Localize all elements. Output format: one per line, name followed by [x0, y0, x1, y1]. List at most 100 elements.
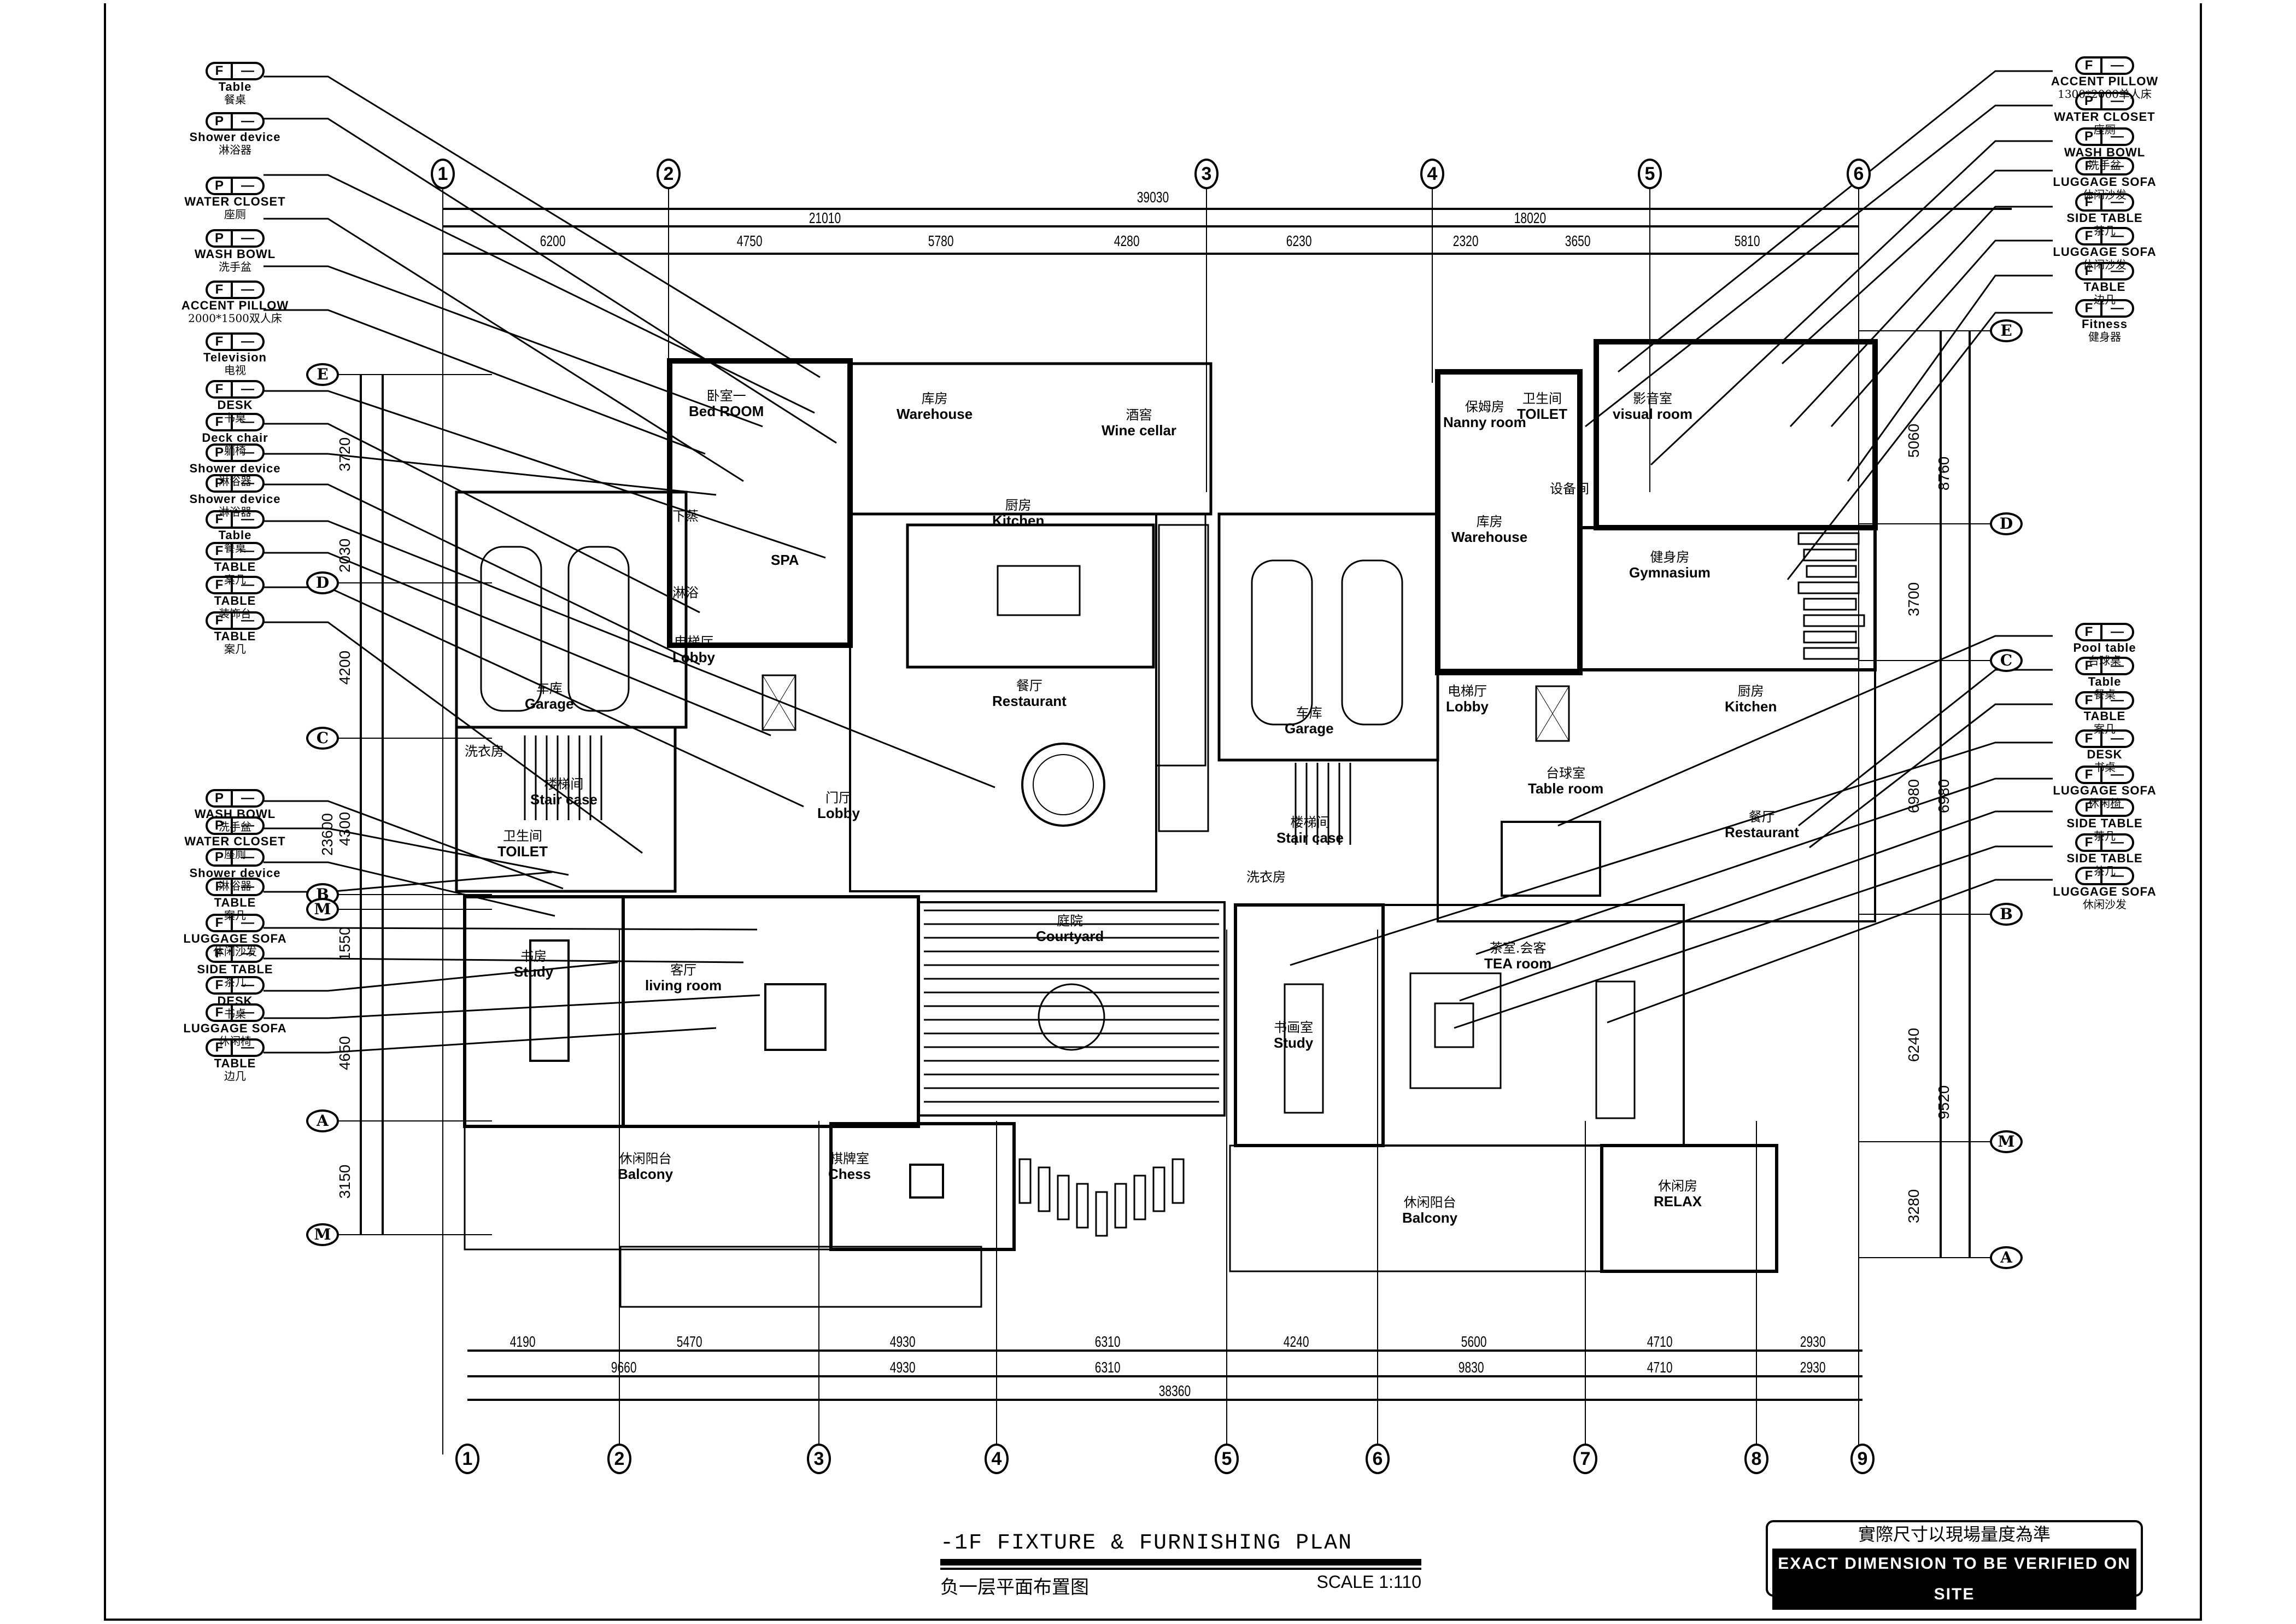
callout-item-name: SIDE TABLE	[2066, 211, 2143, 225]
callout-type-code: F	[2077, 229, 2102, 243]
room-name-zh: 茶室.会客	[1489, 940, 1547, 956]
axis-marker-bottom: 9	[1850, 1444, 1875, 1474]
callout-item-name: LUGGAGE SOFA	[2053, 784, 2157, 797]
callout-number: —	[241, 978, 254, 992]
room-name-zh: 厨房	[1005, 498, 1032, 513]
callout-type-code: F	[2077, 159, 2102, 173]
callout-item-name: WASH BOWL	[194, 247, 276, 261]
callout-type-code: F	[2077, 264, 2102, 278]
callout-badge: F—	[2075, 623, 2134, 641]
axis-marker-top: 1	[431, 159, 455, 189]
axis-marker-right: C	[1990, 649, 2023, 672]
callout-item-name: ACCENT PILLOW	[2051, 74, 2159, 88]
callout-badge: P—	[206, 443, 265, 462]
room-name-en: TOILET	[1517, 406, 1567, 422]
room-label: 下蒸	[672, 509, 699, 524]
room-name-en: Warehouse	[897, 406, 973, 422]
dim-left: 4650	[336, 1036, 354, 1071]
axis-marker-top: 2	[657, 159, 681, 189]
room-name-zh: 餐厅	[1016, 678, 1042, 693]
callout-item-name: Fitness	[2081, 317, 2128, 331]
dim-bottom-span: 6310	[1094, 1333, 1121, 1350]
room-name-zh: 休闲阳台	[619, 1151, 672, 1166]
room-label: 设备间	[1550, 481, 1589, 496]
callout-type-code: F	[208, 880, 233, 894]
room-name-en: Garage	[525, 696, 574, 712]
callout-badge: F—	[2075, 262, 2134, 281]
callout-number: —	[2111, 94, 2124, 108]
room-name-zh: 门厅	[825, 790, 852, 805]
callout-badge: F—	[2075, 766, 2134, 784]
dim-right: 3700	[1905, 582, 1923, 617]
axis-marker-left: A	[306, 1109, 339, 1132]
callout-type-code: F	[2077, 301, 2102, 316]
callout-item-name: LUGGAGE SOFA	[183, 932, 287, 945]
title-block: -1F FIXTURE & FURNISHING PLAN 负一层平面布置图 S…	[940, 1531, 1421, 1599]
callout-number: —	[241, 414, 254, 429]
dim-bottom-span: 2930	[1800, 1333, 1826, 1350]
room-name-en: Balcony	[618, 1166, 673, 1182]
dim-top-span: 6230	[1286, 232, 1312, 249]
callout-number: —	[241, 114, 254, 128]
callout-badge: F—	[2075, 227, 2134, 246]
callout-type-code: F	[208, 382, 233, 396]
room-name-zh: 客厅	[670, 962, 697, 978]
callout-number: —	[2111, 195, 2124, 209]
callout-item-name: WASH BOWL	[2064, 145, 2146, 159]
room-name-en: Bed ROOM	[689, 403, 764, 419]
room-name-en: Table room	[1528, 780, 1604, 797]
room-name-en: Garage	[1285, 720, 1334, 737]
callout-number: —	[241, 577, 254, 592]
room-name-en: Kitchen	[1725, 698, 1777, 715]
callout-badge: F—	[206, 510, 265, 529]
plan-title-zh: 负一层平面布置图	[940, 1576, 1089, 1598]
axis-marker-right: E	[1990, 319, 2023, 342]
callout-item-name-zh: 茶几	[224, 975, 246, 989]
room-label: 洗衣房	[1246, 869, 1286, 885]
callout-type-code: F	[208, 578, 233, 592]
room-name-en: Warehouse	[1451, 529, 1528, 545]
callout-badge: F—	[2075, 299, 2134, 318]
callout-badge: F—	[206, 944, 265, 963]
room-name-en: Study	[514, 963, 554, 980]
dim-left: 4300	[336, 811, 354, 846]
room-name-en: TEA room	[1484, 955, 1552, 972]
dim-bottom-span: 5470	[676, 1333, 702, 1350]
room-name-en: living room	[645, 977, 722, 994]
callout-item-name: SIDE TABLE	[197, 962, 273, 976]
dim-top-span: 3650	[1565, 232, 1591, 249]
callout-number: —	[241, 178, 254, 193]
room-name-zh: 卧室一	[706, 388, 746, 404]
dim-left: 4200	[336, 650, 354, 685]
callout-number: —	[241, 445, 254, 460]
callout-item-name-zh: 座厕	[224, 848, 246, 861]
callout-number: —	[241, 512, 254, 527]
room-name-en: Study	[1274, 1035, 1314, 1051]
dim-left: 3720	[336, 437, 354, 472]
callout-badge: F—	[2075, 193, 2134, 212]
room-name-zh: 休闲房	[1658, 1178, 1698, 1194]
callout-type-code: F	[2077, 768, 2102, 782]
callout-item-name: WATER CLOSET	[184, 834, 286, 848]
callout-number: —	[2111, 693, 2124, 708]
